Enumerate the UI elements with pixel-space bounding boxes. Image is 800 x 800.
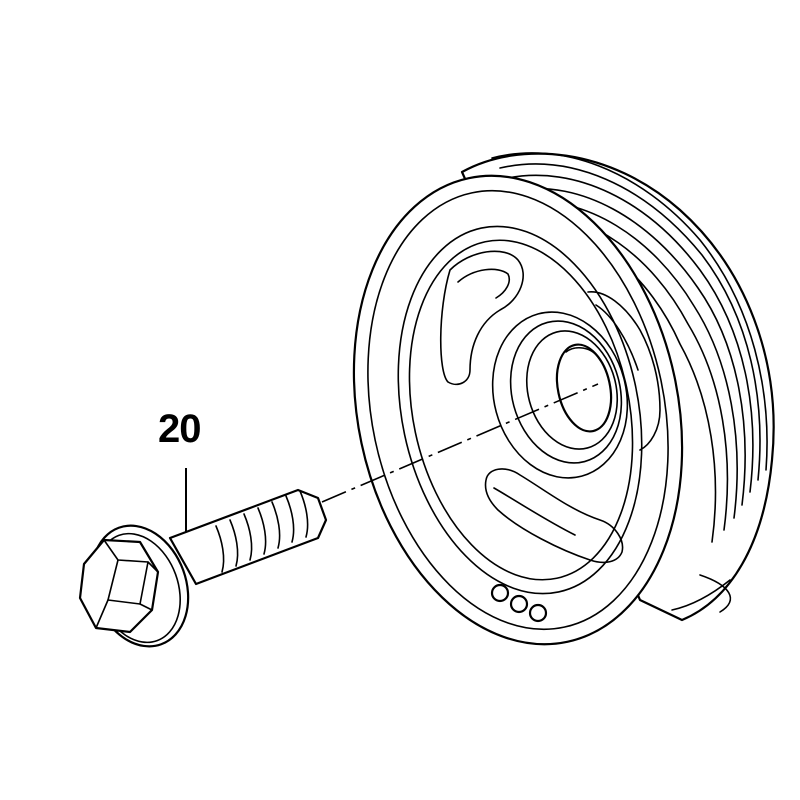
- flange-bolt-icon: [78, 488, 328, 648]
- crankshaft-pulley-icon: [352, 152, 775, 646]
- callout-label-20: 20: [158, 407, 202, 451]
- installation-axis-line: [321, 383, 599, 503]
